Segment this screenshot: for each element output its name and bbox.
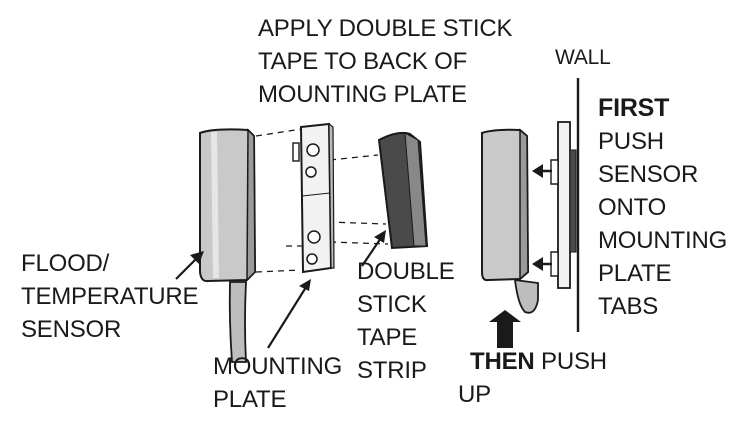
apply-tape-line-1: APPLY DOUBLE STICK xyxy=(258,15,513,42)
mounting-plate-label-line-2: PLATE xyxy=(213,386,287,413)
first-heading: FIRST xyxy=(598,94,670,122)
first-step-line-2: SENSOR xyxy=(598,161,699,188)
then-step-up: UP xyxy=(458,381,491,408)
tape-strip-label-line-2: STICK xyxy=(357,291,427,318)
sensor-label-line-3: SENSOR xyxy=(21,316,122,343)
apply-tape-instruction: APPLY DOUBLE STICK TAPE TO BACK OF MOUNT… xyxy=(258,12,512,111)
apply-tape-line-2: TAPE TO BACK OF xyxy=(258,48,468,75)
first-step-instruction: FIRST PUSH SENSOR ONTO MOUNTING PLATE TA… xyxy=(598,92,727,323)
tape-strip-shape xyxy=(377,131,429,250)
wall-label: WALL xyxy=(555,46,611,69)
first-step-line-3: ONTO xyxy=(598,194,667,221)
mounting-plate-shape xyxy=(292,122,335,274)
apply-tape-line-3: MOUNTING PLATE xyxy=(258,81,467,108)
tape-strip-label-line-4: STRIP xyxy=(357,357,427,384)
sensor-label-line-2: TEMPERATURE xyxy=(21,283,199,310)
tape-strip-label-line-3: TAPE xyxy=(357,324,418,351)
tape-strip-label: DOUBLE STICK TAPE STRIP xyxy=(357,255,455,387)
then-step-instruction: THEN PUSH xyxy=(470,345,607,378)
then-step-push: PUSH xyxy=(534,348,607,375)
then-heading: THEN xyxy=(470,348,535,375)
arrows xyxy=(175,164,552,349)
first-step-line-5: PLATE xyxy=(598,260,672,287)
flood-temperature-sensor xyxy=(199,128,257,363)
sensor-label-line-1: FLOOD/ xyxy=(21,250,110,277)
sensor-on-wall xyxy=(481,128,539,314)
mounting-plate-label: MOUNTING PLATE xyxy=(213,350,342,416)
first-step-line-1: PUSH xyxy=(598,128,664,155)
tape-strip-label-line-1: DOUBLE xyxy=(357,258,455,285)
first-step-line-6: TABS xyxy=(598,293,659,320)
sensor-label: FLOOD/ TEMPERATURE SENSOR xyxy=(21,247,199,346)
first-step-line-4: MOUNTING xyxy=(598,227,728,254)
then-step-line-1: THEN PUSH xyxy=(470,345,607,378)
mounting-plate-label-line-1: MOUNTING xyxy=(213,353,343,380)
wall-plate-shape xyxy=(550,78,580,332)
